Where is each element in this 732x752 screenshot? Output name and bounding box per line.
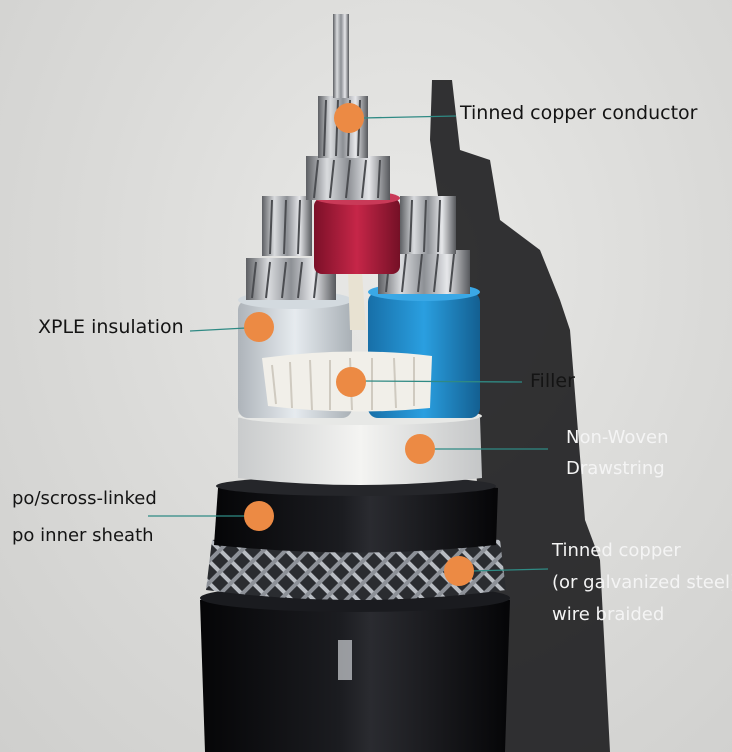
- label-braid-line-3: wire braided: [552, 604, 665, 625]
- label-drawstring-line-1: Non-Woven: [566, 427, 669, 448]
- markers: [244, 103, 474, 586]
- label-braid: Tinned copper (or galvanized steel) wire…: [552, 535, 732, 631]
- outer-jacket: [200, 587, 510, 752]
- red-core-insulation: [314, 198, 400, 274]
- marker-inner-sheath: [244, 501, 274, 531]
- label-braid-line-2: (or galvanized steel): [552, 572, 732, 593]
- label-inner-sheath-line-1: po/scross-linked: [12, 488, 157, 509]
- label-conductor: Tinned copper conductor: [460, 102, 698, 124]
- leader-filler: [361, 380, 523, 383]
- leader-conductor: [361, 115, 457, 119]
- marker-filler: [336, 367, 366, 397]
- marker-conductor: [334, 103, 364, 133]
- label-drawstring: Non-Woven Drawstring: [566, 422, 669, 484]
- label-braid-line-1: Tinned copper: [552, 540, 681, 561]
- conductor-right-upper: [400, 196, 456, 254]
- label-inner-sheath: po/scross-linked po inner sheath: [12, 480, 157, 554]
- drawstring-band: [238, 409, 482, 485]
- cable-shadow: [430, 80, 610, 752]
- label-filler: Filler: [530, 370, 575, 392]
- center-strand: [333, 14, 349, 98]
- marker-drawstring: [405, 434, 435, 464]
- leader-lines: [148, 115, 549, 572]
- inner-sheath: [214, 479, 498, 553]
- label-insulation: XPLE insulation: [38, 316, 184, 338]
- leader-insulation: [189, 327, 247, 332]
- label-inner-sheath-line-2: po inner sheath: [12, 525, 154, 546]
- label-drawstring-line-2: Drawstring: [566, 458, 665, 479]
- marker-insulation: [244, 312, 274, 342]
- marker-braid: [444, 556, 474, 586]
- leader-braid: [469, 568, 549, 572]
